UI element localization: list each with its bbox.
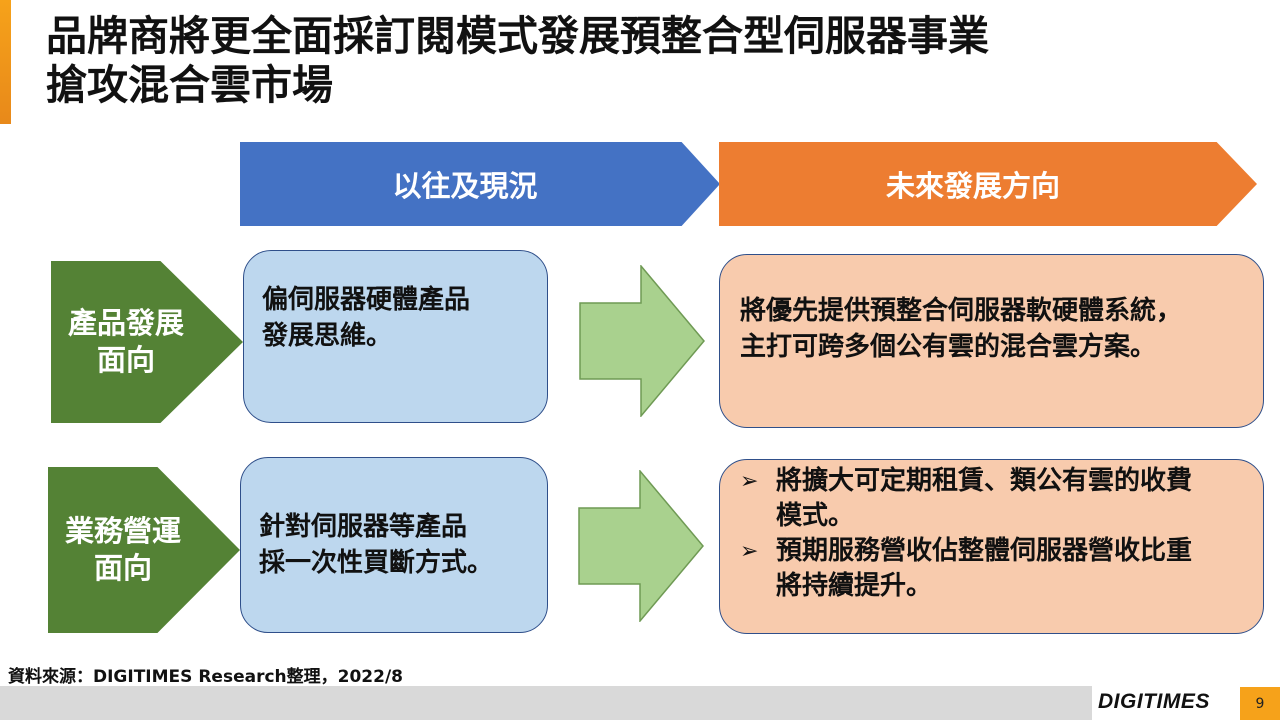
header-past-label: 以往及現況 [392, 169, 538, 203]
arrowhead-bullet-icon: ➢ [740, 539, 759, 564]
row-1-future-box: 將優先提供預整合伺服器軟硬體系統， 主打可跨多個公有雲的混合雲方案。 [719, 254, 1264, 428]
row-2-arrow-right-icon [578, 470, 704, 622]
bullet-1-line-1: 將擴大可定期租賃、類公有雲的收費 [776, 466, 1193, 496]
row-label-business-operation: 業務營運 面向 [48, 467, 240, 633]
slide-title-line-1: 品牌商將更全面採訂閱模式發展預整合型伺服器事業 [46, 12, 989, 60]
row-label-product-development: 產品發展 面向 [51, 261, 243, 423]
header-past-and-current: 以往及現況 [240, 142, 720, 226]
row-2-label-line-2: 面向 [93, 551, 152, 585]
row-1-label-line-1: 產品發展 [67, 306, 184, 340]
bullet-2-line-2: 將持續提升。 [776, 571, 933, 601]
footer-band [0, 686, 1092, 720]
slide-title-line-2: 搶攻混合雲市場 [46, 61, 333, 109]
list-item: ➢ 預期服務營收佔整體伺服器營收比重 將持續提升。 [740, 534, 1192, 604]
row-1-past-line-2: 發展思維。 [262, 320, 393, 351]
row-1-arrow-right-icon [579, 265, 705, 417]
row-2-future-box: ➢ 將擴大可定期租賃、類公有雲的收費 模式。 ➢ 預期服務營收佔整體伺服器營收比… [719, 459, 1264, 634]
header-future-label: 未來發展方向 [885, 169, 1060, 203]
page-number: 9 [1240, 687, 1280, 720]
list-item: ➢ 將擴大可定期租賃、類公有雲的收費 模式。 [740, 464, 1192, 534]
row-1-past-box: 偏伺服器硬體產品 發展思維。 [243, 250, 548, 423]
row-1-future-line-1: 將優先提供預整合伺服器軟硬體系統， [740, 296, 1183, 326]
bullet-1-line-2: 模式。 [776, 501, 855, 531]
header-future-direction: 未來發展方向 [719, 142, 1257, 226]
slide-title: 品牌商將更全面採訂閱模式發展預整合型伺服器事業 搶攻混合雲市場 [46, 12, 989, 110]
row-2-past-box: 針對伺服器等產品 採一次性買斷方式。 [240, 457, 548, 633]
bullet-2-line-1: 預期服務營收佔整體伺服器營收比重 [776, 536, 1193, 566]
row-2-past-line-2: 採一次性買斷方式。 [259, 548, 494, 578]
row-2-past-line-1: 針對伺服器等產品 [259, 512, 468, 542]
row-1-past-line-1: 偏伺服器硬體產品 [262, 284, 471, 315]
row-2-future-bullet-list: ➢ 將擴大可定期租賃、類公有雲的收費 模式。 ➢ 預期服務營收佔整體伺服器營收比… [740, 464, 1192, 604]
row-1-label-line-2: 面向 [96, 343, 155, 377]
title-accent-bar [0, 0, 11, 124]
arrowhead-bullet-icon: ➢ [740, 469, 759, 494]
digitimes-logo: DIGITIMES [1098, 690, 1210, 713]
row-1-future-line-2: 主打可跨多個公有雲的混合雲方案。 [740, 332, 1157, 362]
row-2-label-line-1: 業務營運 [64, 514, 181, 548]
source-note: 資料來源：DIGITIMES Research整理，2022/8 [8, 667, 403, 687]
